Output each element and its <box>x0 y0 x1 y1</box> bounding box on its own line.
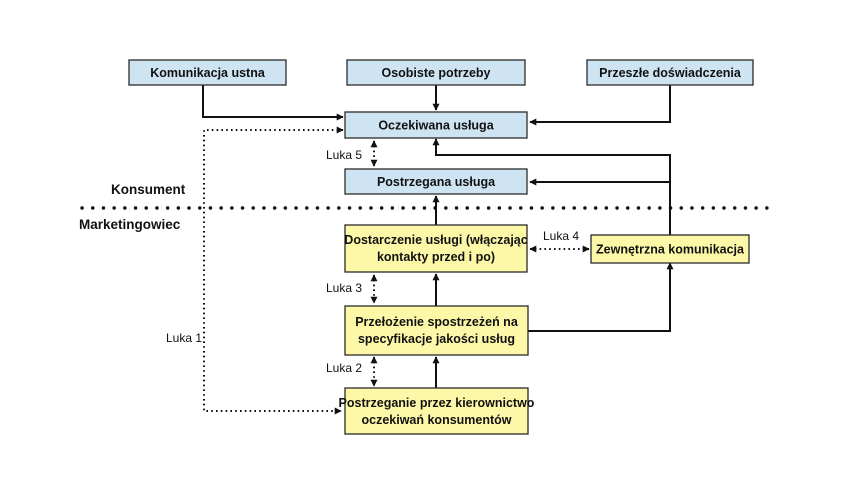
section-label-marketer: Marketingowiec <box>79 217 181 232</box>
box-external-communication-rect <box>590 234 750 264</box>
arrow-experience-to-expected <box>529 85 671 126</box>
box-personal-needs: Osobiste potrzeby <box>346 59 526 86</box>
box-management-perception-line1: Postrzeganie przez kierownictwo <box>339 396 535 410</box>
box-expected-service-label: Oczekiwana usługa <box>378 119 494 133</box>
gap1-label: Luka 1 <box>166 331 202 345</box>
arrow-word-of-mouth-to-expected <box>202 85 344 121</box>
box-past-experience-rect <box>586 59 754 86</box>
box-management-perception-rect <box>344 387 529 435</box>
box-service-delivery-line1: Dostarczenie usługi (włączając <box>344 233 527 247</box>
box-word-of-mouth-rect <box>128 59 287 86</box>
box-translation: Przełożenie spostrzeżeń na specyfikacje … <box>344 305 529 356</box>
connectors <box>202 85 674 415</box>
box-expected-service: Oczekiwana usługa <box>344 111 528 139</box>
box-translation-line1: Przełożenie spostrzeżeń na <box>355 315 519 329</box>
box-word-of-mouth-label: Komunikacja ustna <box>150 66 266 80</box>
arrow-external-to-expected <box>432 138 671 235</box>
box-translation-line2: specyfikacje jakości usług <box>358 332 515 346</box>
arrow-translation-to-external <box>528 262 674 332</box>
box-external-communication: Zewnętrzna komunikacja <box>590 234 750 264</box>
box-past-experience-label: Przeszłe doświadczenia <box>599 66 742 80</box>
box-perceived-service-rect <box>344 168 528 195</box>
box-personal-needs-label: Osobiste potrzeby <box>381 66 490 80</box>
box-translation-rect <box>344 305 529 356</box>
gap3-label: Luka 3 <box>326 281 362 295</box>
gap5-label: Luka 5 <box>326 148 362 162</box>
box-personal-needs-rect <box>346 59 526 86</box>
gap4-label: Luka 4 <box>543 229 579 243</box>
section-label-consumer: Konsument <box>111 182 186 197</box>
box-service-delivery-line2: kontakty przed i po) <box>377 250 495 264</box>
gap2-label: Luka 2 <box>326 361 362 375</box>
box-past-experience: Przeszłe doświadczenia <box>586 59 754 86</box>
box-management-perception-line2: oczekiwań konsumentów <box>361 413 511 427</box>
box-management-perception: Postrzeganie przez kierownictwo oczekiwa… <box>339 387 535 435</box>
box-word-of-mouth: Komunikacja ustna <box>128 59 287 86</box>
gap1-dotted-line <box>203 126 344 415</box>
box-perceived-service-label: Postrzegana usługa <box>377 175 496 189</box>
box-service-delivery-rect <box>344 224 528 273</box>
box-external-communication-label: Zewnętrzna komunikacja <box>596 243 745 257</box>
box-perceived-service: Postrzegana usługa <box>344 168 528 195</box>
box-expected-service-rect <box>344 111 528 139</box>
box-service-delivery: Dostarczenie usługi (włączając kontakty … <box>344 224 528 273</box>
